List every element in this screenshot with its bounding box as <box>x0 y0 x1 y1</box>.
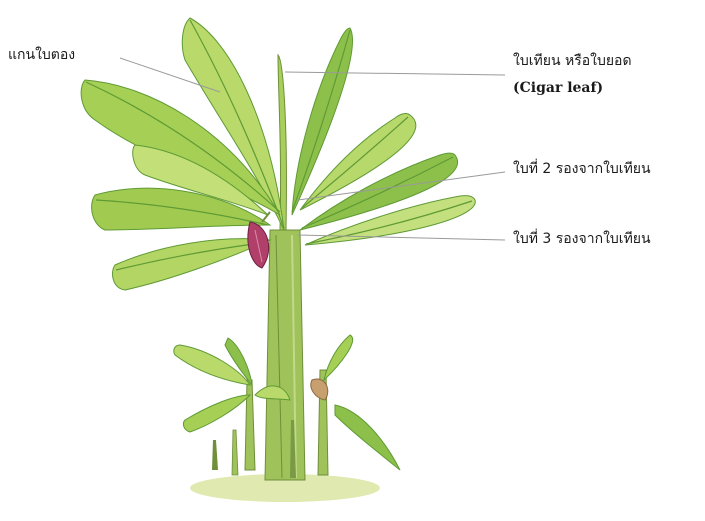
leader-line-cigar-leaf <box>285 72 505 75</box>
label-cigar-leaf-thai: ใบเทียน หรือใบยอด <box>513 52 632 70</box>
label-cigar-leaf-english: (Cigar leaf) <box>513 79 603 97</box>
pseudostem <box>265 230 305 480</box>
sucker-right <box>311 335 400 475</box>
label-third-leaf: ใบที่ 3 รองจากใบเทียน <box>513 230 651 248</box>
label-second-leaf: ใบที่ 2 รองจากใบเทียน <box>513 160 651 178</box>
label-midrib: แกนใบตอง <box>8 46 75 64</box>
leaf-left-lower <box>112 239 270 290</box>
